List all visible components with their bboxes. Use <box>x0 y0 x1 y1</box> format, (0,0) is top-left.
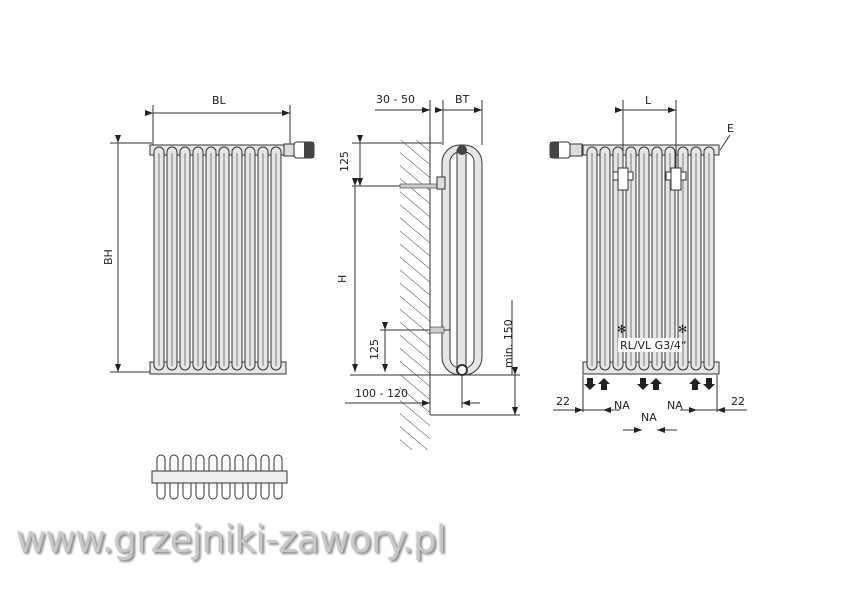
wall-gap-label: 30 - 50 <box>376 93 415 106</box>
arrow-down-icon <box>703 378 715 390</box>
arrow-down-icon <box>637 378 649 390</box>
vent-label: E <box>727 122 734 135</box>
horizontal-offset-label: 100 - 120 <box>355 387 408 400</box>
na-left-label: NA <box>614 399 630 412</box>
side-view: 30 - 50 BT 125 H 125 min. 150 100 - 120 <box>336 93 520 450</box>
front-tubes <box>149 144 287 375</box>
floor-clearance-label: min. 150 <box>502 319 515 368</box>
front-view: BL BH <box>102 94 315 375</box>
wall-hatch <box>400 140 430 450</box>
thermostat-head-icon <box>283 141 315 159</box>
h-label: H <box>336 275 349 283</box>
top-view <box>151 454 288 500</box>
top-header <box>582 144 720 156</box>
edge-right-label: 22 <box>731 395 745 408</box>
rear-tubes <box>582 144 720 375</box>
snowflake-icon: ✻ <box>678 323 687 336</box>
connection-spec-label: RL/VL G3/4“ <box>620 339 687 352</box>
snowflake-icon: ✻ <box>617 323 626 336</box>
watermark: www.grzejniki-zawory.pl <box>16 518 446 561</box>
rear-view: L E ✻ ✻ RL/VL G3/4“ 22 22 NA NA NA <box>549 94 747 433</box>
l-label: L <box>645 94 652 107</box>
bt-label: BT <box>455 93 470 106</box>
arrow-up-icon <box>598 378 610 390</box>
bl-label: BL <box>212 94 227 107</box>
flow-arrows <box>584 378 715 390</box>
bottom-offset-label: 125 <box>368 339 381 360</box>
edge-left-label: 22 <box>556 395 570 408</box>
arrow-down-icon <box>584 378 596 390</box>
thermostat-head-icon <box>549 141 583 159</box>
header-bar <box>151 470 288 484</box>
arrow-up-icon <box>689 378 701 390</box>
na-middle-label: NA <box>641 411 657 424</box>
na-right-label: NA <box>667 399 683 412</box>
arrow-up-icon <box>650 378 662 390</box>
bh-label: BH <box>102 249 115 265</box>
top-offset-label: 125 <box>338 151 351 172</box>
